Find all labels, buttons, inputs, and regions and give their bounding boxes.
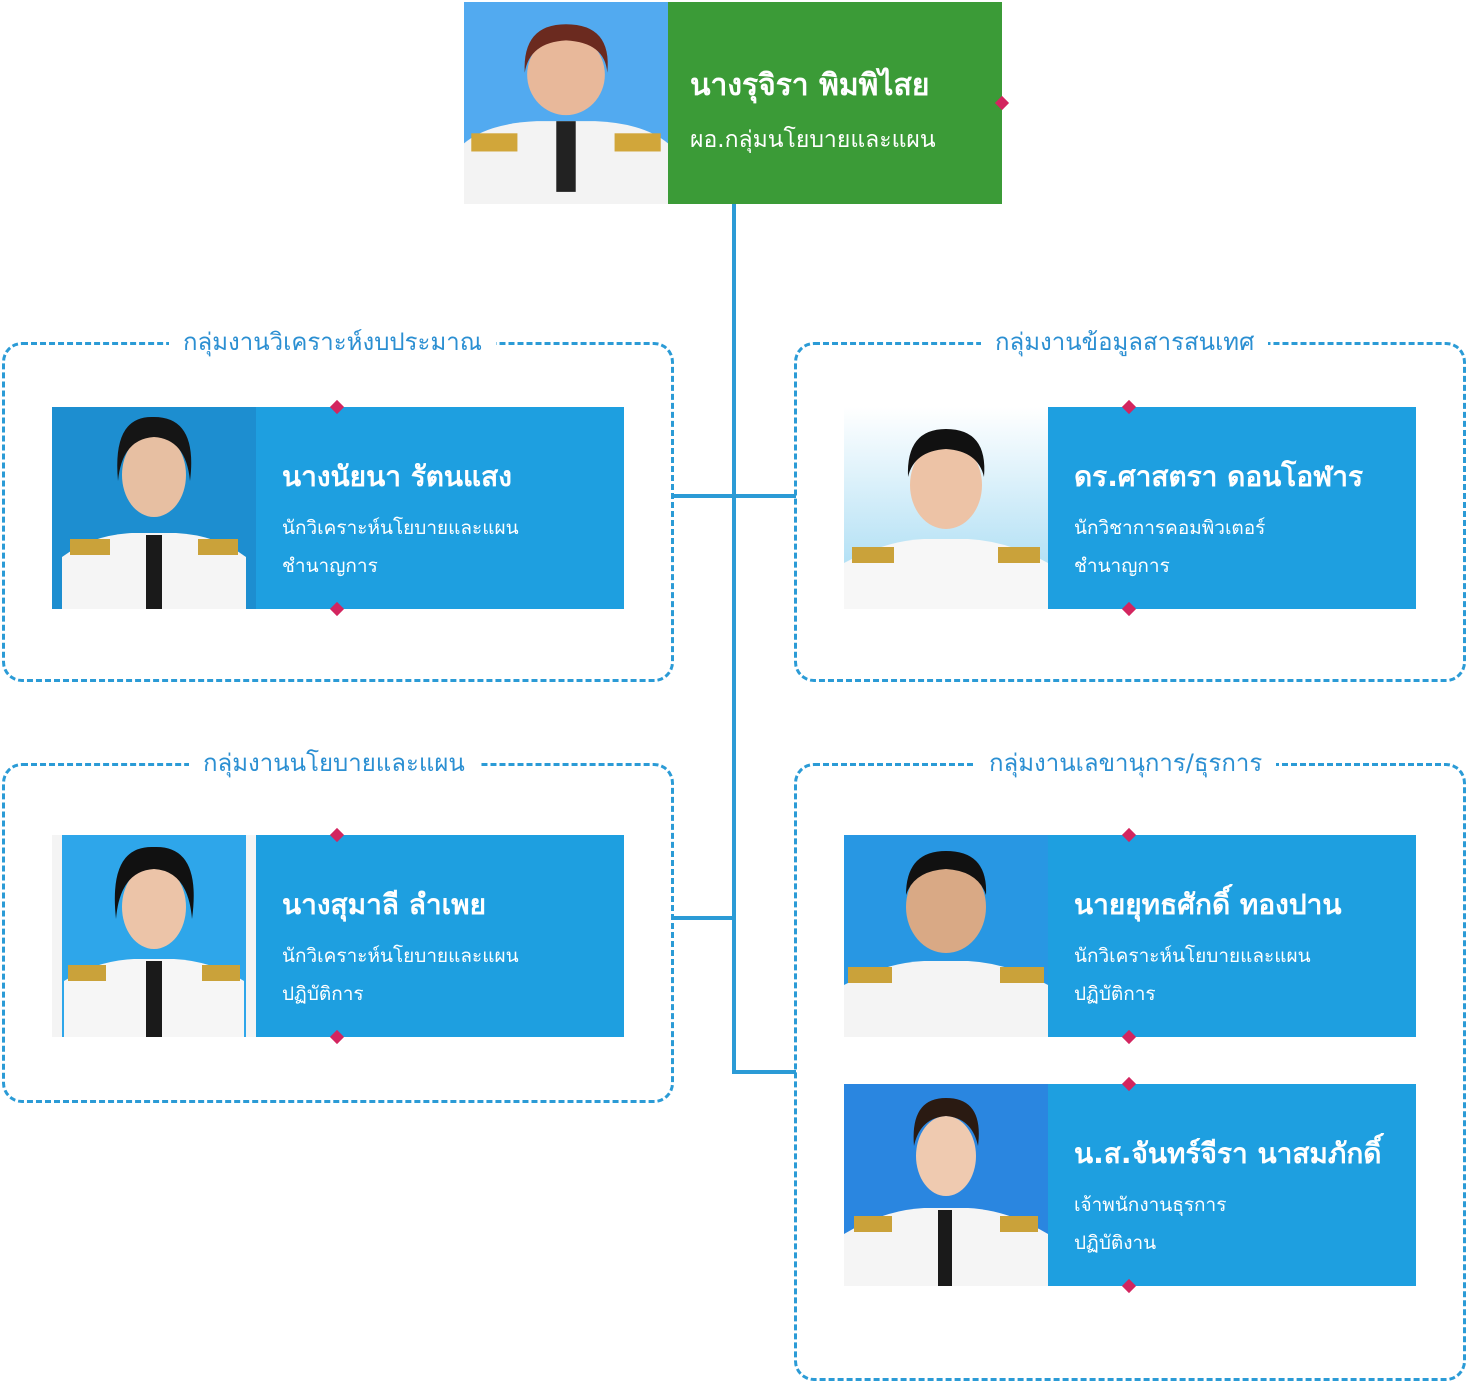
group-title: กลุ่มงานข้อมูลสารสนเทศ — [981, 325, 1269, 359]
member-name: นางสุมาลี ลำเพย — [282, 888, 487, 921]
member-name: นางนัยนา รัตนแสง — [282, 460, 512, 493]
member-level: ปฏิบัติการ — [282, 983, 364, 1005]
member-photo — [844, 835, 1048, 1037]
connector-policy — [672, 916, 734, 920]
member-info: น.ส.จันทร์จีรา นาสมภักดิ์ เจ้าพนักงานธุร… — [1048, 1076, 1416, 1294]
member-card: นายยุทธศักดิ์ ทองปาน นักวิเคราะห์นโยบายแ… — [844, 827, 1416, 1045]
member-name: ดร.ศาสตรา ดอนโอฬาร — [1074, 460, 1364, 493]
group-title: กลุ่มงานเลขานุการ/ธุรการ — [975, 746, 1277, 780]
group-title: กลุ่มงานวิเคราะห์งบประมาณ — [169, 325, 497, 359]
member-position: เจ้าพนักงานธุรการ — [1074, 1194, 1227, 1216]
member-info: นายยุทธศักดิ์ ทองปาน นักวิเคราะห์นโยบายแ… — [1048, 827, 1416, 1045]
connector-secretary — [732, 1070, 796, 1074]
member-level: ชำนาญการ — [1074, 555, 1170, 577]
connector-vertical — [732, 202, 736, 1074]
member-photo — [844, 407, 1048, 609]
member-name: น.ส.จันทร์จีรา นาสมภักดิ์ — [1074, 1137, 1382, 1170]
member-info: ดร.ศาสตรา ดอนโอฬาร นักวิชาการคอมพิวเตอร์… — [1048, 399, 1416, 617]
director-info: นางรุจิรา พิมพิไสย ผอ.กลุ่มนโยบายและแผน — [668, 2, 1010, 204]
member-photo — [844, 1084, 1048, 1286]
member-position: นักวิเคราะห์นโยบายและแผน — [282, 945, 519, 967]
member-photo — [52, 835, 256, 1037]
member-info: นางนัยนา รัตนแสง นักวิเคราะห์นโยบายและแผ… — [256, 399, 624, 617]
member-position: นักวิชาการคอมพิวเตอร์ — [1074, 517, 1266, 539]
group-policy-plan: กลุ่มงานนโยบายและแผน — [2, 746, 674, 1103]
director-photo — [464, 2, 668, 204]
member-position: นักวิเคราะห์นโยบายและแผน — [282, 517, 519, 539]
group-information: กลุ่มงานข้อมูลสารสนเทศ — [794, 325, 1466, 682]
group-title: กลุ่มงานนโยบายและแผน — [189, 746, 479, 780]
member-position: นักวิเคราะห์นโยบายและแผน — [1074, 945, 1311, 967]
member-info: นางสุมาลี ลำเพย นักวิเคราะห์นโยบายและแผน… — [256, 827, 624, 1045]
member-card: น.ส.จันทร์จีรา นาสมภักดิ์ เจ้าพนักงานธุร… — [844, 1076, 1416, 1294]
director-role: ผอ.กลุ่มนโยบายและแผน — [690, 127, 936, 153]
group-budget-analysis: กลุ่มงานวิเคราะห์งบประมาณ — [2, 325, 674, 682]
member-level: ปฏิบัติการ — [1074, 983, 1156, 1005]
member-card: นางนัยนา รัตนแสง นักวิเคราะห์นโยบายและแผ… — [52, 399, 624, 617]
group-secretary-admin: กลุ่มงานเลขานุการ/ธุรการ — [794, 746, 1466, 1381]
member-level: ชำนาญการ — [282, 555, 378, 577]
member-card: ดร.ศาสตรา ดอนโอฬาร นักวิชาการคอมพิวเตอร์… — [844, 399, 1416, 617]
director-card: นางรุจิรา พิมพิไสย ผอ.กลุ่มนโยบายและแผน — [464, 2, 1010, 204]
member-card: นางสุมาลี ลำเพย นักวิเคราะห์นโยบายและแผน… — [52, 827, 624, 1045]
connector-budget — [672, 494, 734, 498]
member-photo — [52, 407, 256, 609]
director-name: นางรุจิรา พิมพิไสย — [690, 68, 930, 103]
member-name: นายยุทธศักดิ์ ทองปาน — [1074, 888, 1342, 921]
connector-info — [732, 494, 796, 498]
member-level: ปฏิบัติงาน — [1074, 1232, 1157, 1254]
